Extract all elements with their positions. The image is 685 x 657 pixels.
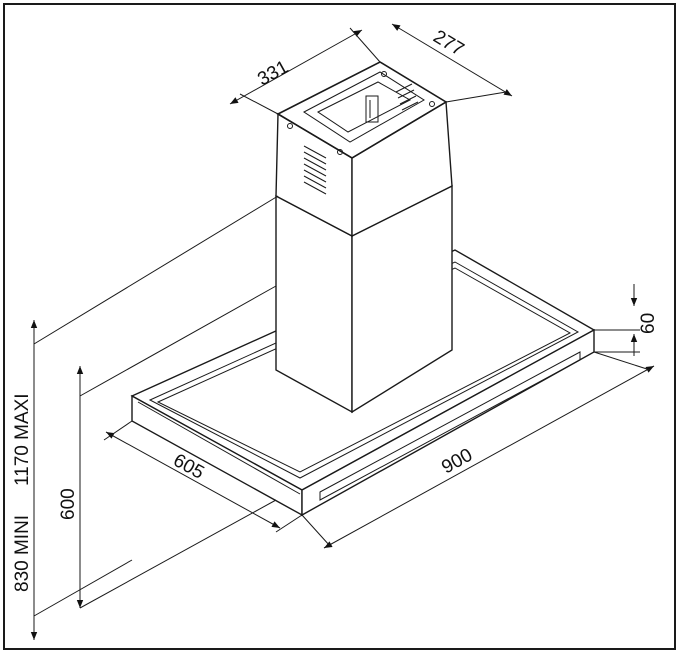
label-331: 331 <box>254 57 292 91</box>
dim-900 <box>301 351 655 549</box>
label-900: 900 <box>438 445 476 479</box>
label-830-mini: 830 MINI <box>12 515 33 592</box>
dim-331 <box>229 27 381 115</box>
dim-605 <box>103 420 303 533</box>
vent-slots <box>303 83 419 195</box>
chimney <box>275 61 453 414</box>
drawing-frame <box>3 3 676 650</box>
dim-60 <box>594 284 640 356</box>
label-60: 60 <box>638 313 659 334</box>
dim-range <box>30 195 279 640</box>
dim-277 <box>391 23 513 103</box>
label-277: 277 <box>429 26 467 60</box>
label-1170-maxi: 1170 MAXI <box>12 393 33 486</box>
dim-600 <box>76 285 277 609</box>
label-600: 600 <box>58 488 79 520</box>
